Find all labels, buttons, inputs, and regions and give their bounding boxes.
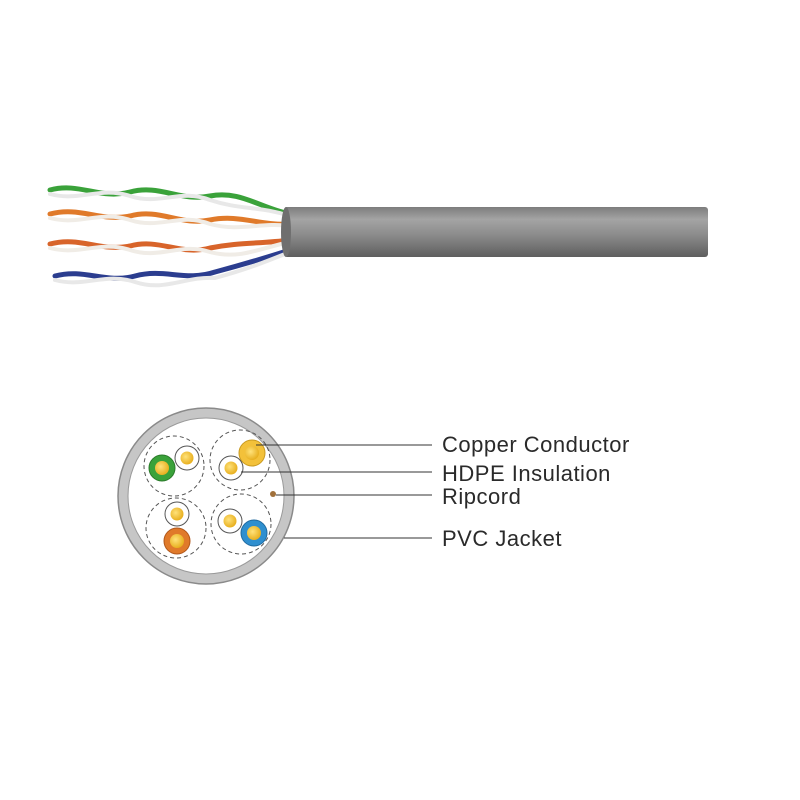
green-pair — [47, 185, 293, 218]
blue-pair — [52, 247, 293, 288]
cable-side-view — [47, 185, 708, 288]
label-hdpe-insulation: HDPE Insulation — [442, 461, 611, 486]
leader-lines — [241, 444, 432, 539]
pair-green-section — [143, 435, 205, 497]
ripcord-dot — [270, 491, 276, 497]
cable-jacket — [284, 207, 708, 257]
pair-orange-section — [145, 497, 207, 559]
pair-blue-section — [210, 493, 272, 555]
orange-pair — [47, 209, 293, 230]
label-ripcord: Ripcord — [442, 484, 521, 509]
cable-cross-section — [117, 407, 295, 585]
label-pvc-jacket: PVC Jacket — [442, 526, 562, 551]
label-copper-conductor: Copper Conductor — [442, 432, 630, 457]
brown-pair — [47, 237, 293, 257]
pair-orange-top-section — [209, 429, 271, 491]
